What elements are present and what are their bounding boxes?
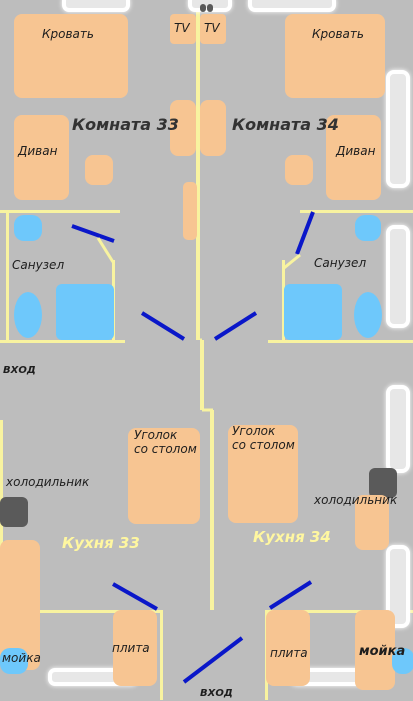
title-kitchen-33: Кухня 33 [62, 534, 140, 552]
window-right-1 [386, 70, 410, 188]
window-right-2 [386, 225, 410, 328]
title-kitchen-34: Кухня 34 [253, 528, 331, 546]
sink-bath-33 [14, 215, 42, 241]
counter-34 [355, 495, 389, 550]
cabinet-34 [200, 100, 226, 156]
label-stove-34: плита [270, 646, 308, 660]
bath-33-wall-diag [96, 237, 115, 263]
fridge-34 [369, 468, 397, 498]
wall-left-kitchen-bottom [0, 610, 160, 613]
label-entrance-side: ВХОД [3, 365, 36, 376]
sink-kitchen-33 [0, 648, 28, 674]
label-sink-33: мойка [2, 651, 41, 665]
label-bathroom-34: Санузел [314, 256, 367, 270]
label-bed-34: Кровать [312, 27, 364, 41]
wall-left-kitchen-stub [160, 610, 163, 700]
ottoman-34 [285, 155, 313, 185]
toilet-bath-34 [354, 292, 382, 338]
center-wall-lower [200, 340, 204, 410]
center-wall-kitchen [210, 410, 214, 610]
title-room-33: Комната 33 [72, 115, 179, 134]
door-bath-33 [71, 224, 115, 243]
label-dining-33: Уголок со столом [134, 428, 197, 456]
label-dining-34: Уголок со столом [232, 424, 295, 452]
fridge-33 [0, 497, 28, 527]
sofa-34 [326, 115, 381, 200]
bath-34-wall-diag [283, 253, 301, 270]
toilet-bath-33 [14, 292, 42, 338]
dining-table-34 [228, 425, 298, 523]
sink-bath-34 [355, 215, 381, 241]
label-fridge-33: холодильник [6, 475, 90, 489]
label-entrance-bottom: ВХОД [200, 688, 233, 699]
tv-stand-33 [170, 14, 196, 44]
window-right-3 [386, 385, 410, 473]
window-top-right [248, 0, 336, 12]
shelf-33 [183, 182, 197, 240]
door-room-33 [140, 311, 186, 341]
label-tv-34: TV [204, 21, 220, 35]
window-top-left [62, 0, 130, 12]
tv-stand-34 [200, 14, 226, 44]
wall-right-bath-left [282, 260, 285, 342]
label-stove-33: плита [112, 641, 150, 655]
bed-33 [14, 14, 128, 98]
wall-right-bath-top [300, 210, 413, 213]
stove-33 [113, 610, 157, 686]
tv-33-dot [200, 4, 206, 12]
wall-left-bath-inner [6, 213, 9, 343]
dining-table-33 [128, 428, 200, 524]
label-sofa-33: Диван [18, 144, 58, 158]
wall-right-kitchen-bottom [268, 610, 413, 613]
door-kitchen-33 [112, 582, 158, 611]
counter-34-lower [355, 610, 395, 690]
title-room-34: Комната 34 [232, 115, 339, 134]
door-room-34 [213, 311, 258, 341]
shower-bath-33 [56, 284, 114, 340]
sofa-33 [14, 115, 69, 200]
sink-kitchen-34 [392, 648, 413, 674]
label-bed-33: Кровать [42, 27, 94, 41]
wall-left-bottom [0, 340, 125, 343]
door-entrance [182, 636, 244, 684]
stove-34 [266, 610, 310, 686]
label-sink-34: мойка [359, 644, 406, 659]
label-sofa-34: Диван [336, 144, 376, 158]
label-bathroom-33: Санузел [12, 258, 65, 272]
wall-left-bath-top [0, 210, 120, 213]
wall-right-bottom [268, 340, 413, 343]
label-tv-33: TV [174, 21, 190, 35]
cabinet-33 [170, 100, 196, 156]
label-fridge-34: холодильник [314, 493, 398, 507]
ottoman-33 [85, 155, 113, 185]
door-kitchen-34 [268, 580, 313, 610]
tv-34-dot [207, 4, 213, 12]
center-wall-upper [196, 0, 200, 340]
shower-bath-34 [284, 284, 342, 340]
door-bath-34 [295, 211, 315, 255]
bed-34 [285, 14, 385, 98]
